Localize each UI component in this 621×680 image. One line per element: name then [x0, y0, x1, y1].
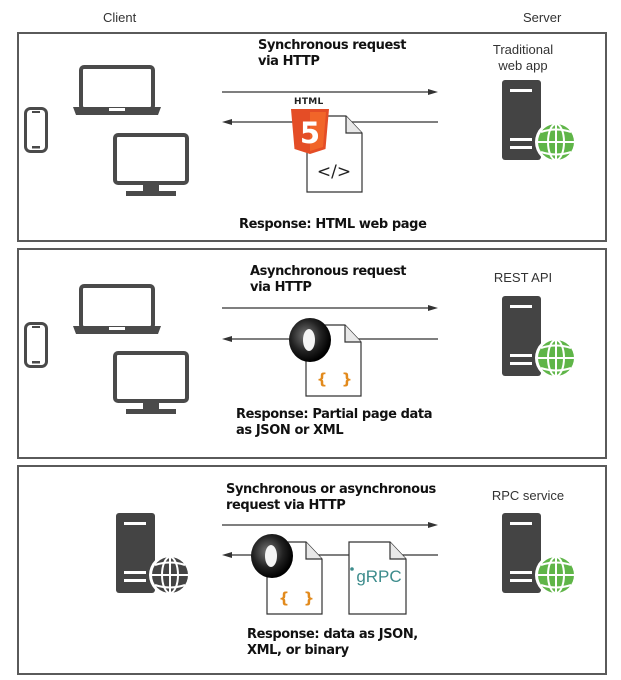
server-label: REST API [478, 270, 568, 286]
server-globe-icon [502, 513, 577, 596]
laptop-icon [73, 65, 161, 115]
phone-icon [24, 107, 48, 153]
request-label-line2: request via HTTP [226, 498, 346, 513]
response-label-line1: Response: Partial page data [236, 407, 433, 422]
brace-open: { [317, 370, 328, 388]
globe-icon [149, 554, 191, 596]
brace-close: } [342, 370, 353, 388]
html5-badge-label: HTML [294, 97, 324, 107]
server-label-line1: RPC service [491, 488, 565, 503]
grpc-logo-text: gRPC [356, 567, 401, 586]
request-label: Asynchronous request via HTTP [250, 264, 406, 296]
server-label: Traditional web app [478, 42, 568, 74]
grpc-document-icon: gRPC [348, 541, 407, 615]
response-label: Response: HTML web page [239, 217, 427, 233]
server-label-line1: Traditional [492, 42, 554, 57]
response-label-line1: Response: HTML web page [239, 217, 427, 232]
response-label: Response: Partial page data as JSON or X… [236, 407, 433, 439]
response-arrowhead [222, 119, 232, 125]
response-label-line2: XML, or binary [247, 643, 349, 658]
globe-icon [535, 337, 577, 379]
code-glyph: </> [317, 162, 351, 182]
request-arrowhead [428, 89, 438, 95]
server-label-line1: REST API [493, 270, 553, 285]
request-label: Synchronous or asynchronous request via … [226, 482, 436, 514]
client-column-label: Client [103, 10, 137, 25]
response-arrowhead [222, 336, 232, 342]
brace-close: } [304, 589, 315, 607]
brace-open: { [279, 589, 290, 607]
globe-icon [535, 554, 577, 596]
server-globe-icon [502, 296, 577, 379]
response-label-line2: as JSON or XML [236, 423, 344, 438]
server-label-line2: web app [498, 58, 548, 73]
html5-icon: 5 [291, 109, 329, 154]
server-globe-icon [116, 513, 191, 596]
server-column-label: Server [523, 10, 562, 25]
globe-icon [535, 121, 577, 163]
request-label-line2: via HTTP [258, 54, 320, 69]
request-label: Synchronous request via HTTP [258, 38, 406, 70]
request-label-line2: via HTTP [250, 280, 312, 295]
json-icon [289, 318, 331, 362]
phone-icon [24, 322, 48, 368]
monitor-icon [113, 351, 189, 414]
request-label-line1: Synchronous request [258, 38, 407, 53]
response-label-line1: Response: data as JSON, [247, 627, 418, 642]
response-label: Response: data as JSON, XML, or binary [247, 627, 418, 659]
html5-digit: 5 [300, 116, 320, 150]
json-icon [251, 534, 293, 578]
response-arrowhead [222, 552, 232, 558]
server-globe-icon [502, 80, 577, 163]
laptop-icon [73, 284, 161, 334]
request-arrowhead [428, 522, 438, 528]
server-label: RPC service [478, 488, 578, 504]
request-arrowhead [428, 305, 438, 311]
request-label-line1: Synchronous or asynchronous [226, 482, 436, 497]
monitor-icon [113, 133, 189, 196]
request-label-line1: Asynchronous request [250, 264, 407, 279]
